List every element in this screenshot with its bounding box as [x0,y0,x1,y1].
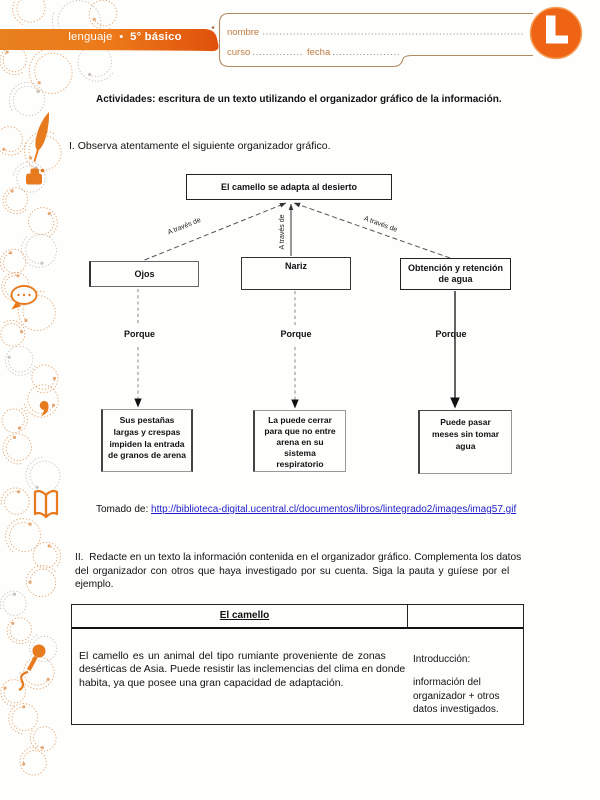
svg-text:A través de: A través de [279,214,286,249]
svg-text:A través de: A través de [363,215,398,234]
svg-text:A través de: A través de [167,217,202,237]
